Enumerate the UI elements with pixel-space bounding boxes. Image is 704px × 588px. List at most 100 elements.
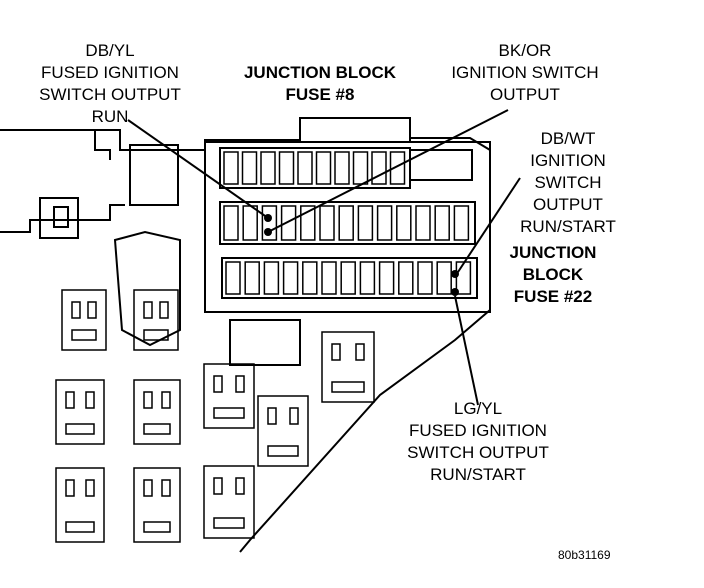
relay bbox=[321, 331, 375, 403]
relay-pin bbox=[213, 517, 245, 529]
relay-pin bbox=[213, 407, 245, 419]
fuse-slot bbox=[357, 205, 374, 241]
fuse-slot bbox=[302, 261, 318, 295]
fuse-slot bbox=[278, 151, 295, 185]
fuse-slot bbox=[352, 151, 369, 185]
relay bbox=[203, 465, 255, 539]
terminal-dot-fuse8-a bbox=[264, 214, 272, 222]
relay-pin bbox=[159, 301, 169, 319]
fuse-slot bbox=[338, 205, 354, 241]
fuse-slot bbox=[263, 261, 280, 295]
fuse-slots bbox=[223, 151, 472, 295]
relay-pin bbox=[235, 477, 245, 495]
relay-pin bbox=[289, 407, 299, 425]
relay-pin bbox=[65, 479, 75, 497]
fuse-slot bbox=[225, 261, 241, 295]
relay-pin bbox=[143, 479, 153, 497]
figure-id: 80b31169 bbox=[558, 548, 611, 562]
fuse-slot bbox=[334, 151, 350, 185]
leader-db-yl bbox=[127, 119, 269, 219]
relay bbox=[257, 395, 309, 467]
small-module-left-inner bbox=[53, 206, 69, 228]
relay-pin bbox=[143, 521, 171, 533]
fuse-slot bbox=[434, 205, 450, 241]
fuse-slot bbox=[319, 205, 335, 241]
fuse-slot bbox=[300, 205, 316, 241]
relay-pin bbox=[71, 329, 97, 341]
fuse-slot bbox=[376, 205, 393, 241]
fuse-slot bbox=[315, 151, 332, 185]
relay bbox=[61, 289, 107, 351]
relay-pin bbox=[143, 301, 153, 319]
fuse-row-3 bbox=[221, 257, 478, 299]
relay bbox=[203, 363, 255, 429]
fuse-slot bbox=[417, 261, 433, 295]
relays bbox=[55, 289, 375, 543]
label-db-yl: DB/YL FUSED IGNITION SWITCH OUTPUT RUN bbox=[39, 41, 181, 126]
small-module-left bbox=[39, 197, 79, 239]
leader-bk-or bbox=[267, 109, 509, 233]
fuse-row-1 bbox=[219, 147, 411, 189]
fuse-slot bbox=[321, 261, 337, 295]
relay bbox=[133, 379, 181, 445]
fuse-slot bbox=[371, 151, 387, 185]
fuse-slot bbox=[260, 151, 276, 185]
fuse-row-2 bbox=[219, 201, 476, 245]
label-bk-or: BK/OR IGNITION SWITCH OUTPUT bbox=[451, 41, 599, 104]
fuse-slot bbox=[378, 261, 395, 295]
relay-pin bbox=[267, 445, 299, 457]
relay-pin bbox=[71, 301, 81, 319]
panel-left-edge bbox=[0, 204, 125, 233]
terminal-dot-fuse22-b bbox=[451, 288, 459, 296]
terminal-dot-fuse8-b bbox=[264, 228, 272, 236]
fuse-slot bbox=[282, 261, 299, 295]
label-lg-yl: LG/YL FUSED IGNITION SWITCH OUTPUT RUN/S… bbox=[407, 399, 549, 484]
relay-pin bbox=[355, 343, 365, 361]
label-junction-block-fuse-8: JUNCTION BLOCK FUSE #8 bbox=[243, 63, 397, 104]
fuse-slot bbox=[455, 261, 472, 295]
fuse-slot bbox=[244, 261, 260, 295]
lower-block bbox=[229, 319, 301, 366]
fuse-slot bbox=[223, 151, 239, 185]
fuse-slot bbox=[359, 261, 376, 295]
relay bbox=[133, 467, 181, 543]
relay-pin bbox=[85, 391, 95, 409]
relay-pin bbox=[161, 391, 171, 409]
fuse-slot bbox=[280, 205, 297, 241]
terminal-dot-fuse22-a bbox=[451, 270, 459, 278]
relay-pin bbox=[85, 479, 95, 497]
relay-pin bbox=[65, 521, 95, 533]
junction-block-top-tab bbox=[299, 117, 411, 143]
fuse-slot bbox=[436, 261, 452, 295]
relay-pin bbox=[161, 479, 171, 497]
relay-pin bbox=[331, 381, 365, 393]
relay-pin bbox=[213, 375, 223, 393]
relay-pin bbox=[65, 391, 75, 409]
relay-pin bbox=[65, 423, 95, 435]
relay bbox=[55, 467, 105, 543]
leader-lg-yl bbox=[454, 295, 479, 406]
label-junction-block-fuse-22: JUNCTION BLOCK FUSE #22 bbox=[509, 243, 597, 306]
leader-db-wt bbox=[457, 177, 521, 273]
relay-stack-left bbox=[113, 230, 181, 347]
relay-pin bbox=[267, 407, 277, 425]
fuse-slot bbox=[223, 205, 239, 241]
fuse-slot bbox=[415, 205, 431, 241]
fuse-slot bbox=[297, 151, 313, 185]
relay-pin bbox=[213, 477, 223, 495]
connector-top-left bbox=[129, 144, 179, 206]
fuse-slot bbox=[389, 151, 406, 185]
junction-block-body bbox=[204, 141, 491, 313]
relay-pin bbox=[331, 343, 341, 361]
fuse-slot bbox=[340, 261, 356, 295]
fuse-slot bbox=[241, 151, 258, 185]
relay-pin bbox=[143, 391, 153, 409]
fuse-slot bbox=[242, 205, 258, 241]
fuse-slot bbox=[453, 205, 470, 241]
relay-pin bbox=[87, 301, 97, 319]
fuse-slot bbox=[398, 261, 414, 295]
label-db-wt: DB/WT IGNITION SWITCH OUTPUT RUN/START bbox=[520, 129, 616, 236]
relay-pin bbox=[143, 329, 169, 341]
